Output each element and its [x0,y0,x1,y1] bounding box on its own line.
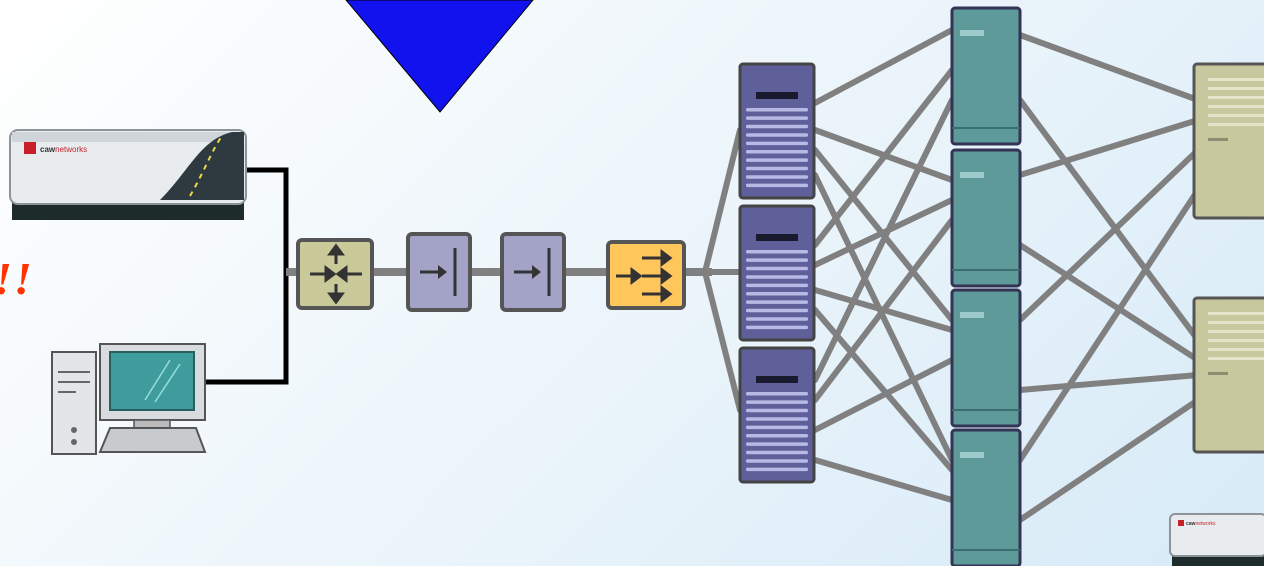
web-server-group [738,62,816,484]
traffic-generator-appliance-icon: cawnetworks [9,129,247,220]
firewall-icon [406,232,472,312]
pointer-triangle [345,0,534,113]
app-server-group [950,6,1022,566]
web-server-icon [738,346,816,484]
app-server-icon [950,428,1022,566]
alert-exclamation: !! [0,253,34,304]
appliance-brand-label: cawnetworks [40,145,87,154]
mesh-links [702,27,1201,523]
app-server-icon [950,6,1022,146]
router-icon [296,238,374,310]
database-server-icon [1192,296,1264,454]
load-balancer-icon [606,240,686,310]
firewall-icon [500,232,566,312]
app-server-icon [950,148,1022,288]
appliance-brand-label: cawnetworks [1186,521,1216,527]
app-server-icon [950,288,1022,428]
client-workstation-icon [51,343,207,455]
web-server-icon [738,204,816,342]
database-server-icon [1192,62,1264,220]
traffic-generator-appliance-icon: cawnetworks [1169,513,1264,566]
database-server-group [1192,62,1264,454]
web-server-icon [738,62,816,200]
